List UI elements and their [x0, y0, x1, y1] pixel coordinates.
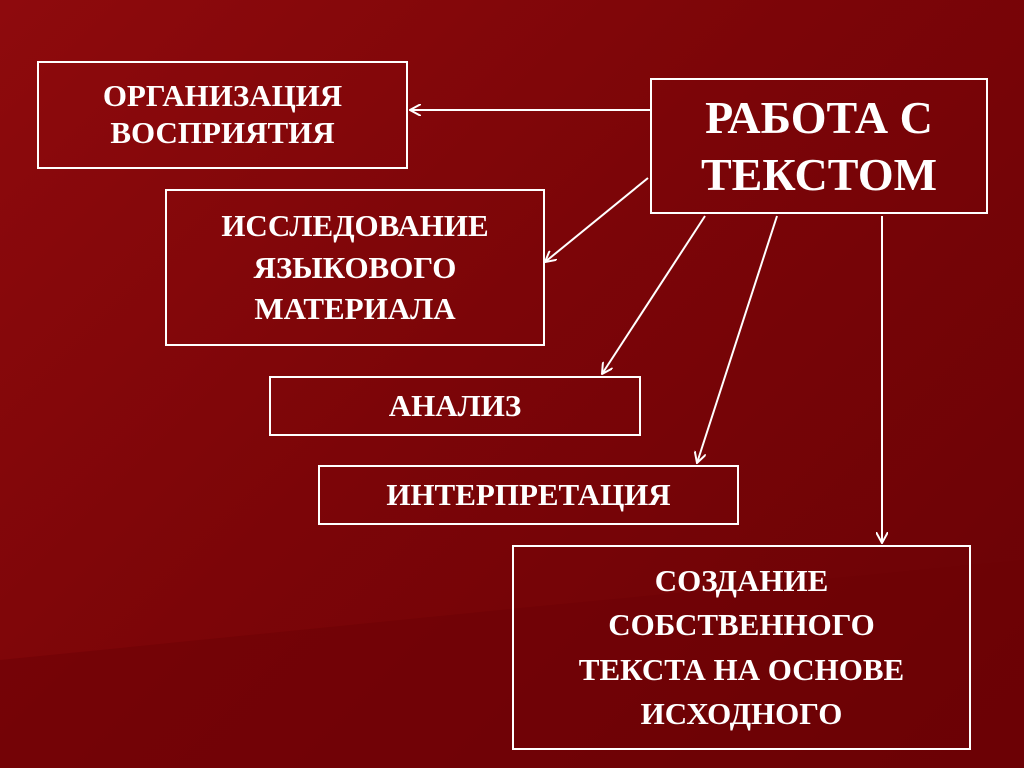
main-node-box: РАБОТА С ТЕКСТОМ — [650, 78, 988, 214]
arrow-to-interp — [697, 215, 778, 463]
node-language-research: ИССЛЕДОВАНИЕ ЯЗЫКОВОГО МАТЕРИАЛА — [165, 189, 545, 346]
arrow-to-research — [545, 177, 649, 262]
node-analysis: АНАЛИЗ — [269, 376, 641, 436]
node-create-own-text: СОЗДАНИЕ СОБСТВЕННОГО ТЕКСТА НА ОСНОВЕ И… — [512, 545, 971, 750]
node-perception-organization: ОРГАНИЗАЦИЯ ВОСПРИЯТИЯ — [37, 61, 408, 169]
arrow-to-analysis — [602, 215, 706, 374]
node-interpretation: ИНТЕРПРЕТАЦИЯ — [318, 465, 739, 525]
